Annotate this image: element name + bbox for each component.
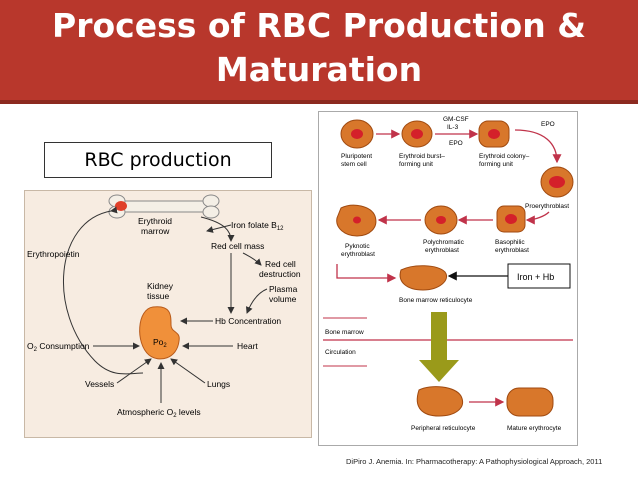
feedback-diagram-svg: Erythroid marrow Erythropoietin Iron fol… [27, 194, 301, 419]
erythropoietin-label: Erythropoietin [27, 249, 80, 259]
peripheral-reticulocyte-label: Peripheral reticulocyte [411, 425, 476, 432]
proerythroblast-label: Proerythroblast [525, 203, 569, 210]
vessels-label: Vessels [85, 379, 114, 389]
polychromatic-erythroblast-cell [424, 205, 458, 235]
heart-label: Heart [237, 341, 258, 351]
polychromatic-erythroblast-label: erythroblast [425, 247, 459, 254]
colony-forming-unit-cell [478, 120, 510, 148]
slide-title-line-2: Maturation [215, 50, 423, 89]
pyknotic-erythroblast-cell [336, 204, 377, 237]
basophilic-erythroblast-cell [496, 205, 526, 233]
pyknotic-to-reticulocyte-arrow [336, 264, 397, 283]
lungs-arrow [170, 358, 206, 384]
basophilic-erythroblast-label: erythroblast [495, 247, 529, 254]
plasma-label: Plasma [269, 284, 298, 294]
epo-label-2: EPO [541, 121, 555, 128]
volume-label: volume [269, 294, 297, 304]
big-down-arrow [419, 312, 459, 382]
plasma-arrow [245, 288, 268, 314]
marrow-to-mass-arrow [200, 216, 235, 242]
burst-forming-label: forming unit [399, 161, 433, 168]
pyknotic-erythroblast-label: erythroblast [341, 251, 375, 258]
basophilic-label: Basophilic [495, 239, 525, 246]
red-cell-label: Red cell [265, 259, 296, 269]
slide-title: Process of RBC Production & Maturation [0, 4, 638, 92]
proerythroblast-cell [540, 166, 574, 198]
slide-title-line-1: Process of RBC Production & [52, 6, 586, 45]
erythroid-label: Erythroid [138, 216, 172, 226]
hb-concentration-label: Hb Concentration [215, 316, 281, 326]
tissue-label: tissue [147, 291, 169, 301]
lungs-label: Lungs [207, 379, 230, 389]
vessels-arrow [116, 358, 152, 384]
il3-label: IL-3 [447, 124, 459, 131]
pyknotic-label: Pyknotic [345, 243, 370, 250]
stem-cell-label: stem cell [341, 161, 367, 168]
gm-csf-label: GM-CSF [443, 116, 469, 123]
circulation-label: Circulation [325, 349, 356, 356]
iron-folate-label: Iron folate B12 [231, 220, 284, 232]
polychromatic-label: Polychromatic [423, 239, 465, 246]
colony-label: Erythroid colony– [479, 153, 530, 160]
iron-hb-label: Iron + Hb [517, 272, 554, 282]
mature-erythrocyte-label: Mature erythrocyte [507, 425, 562, 432]
marrow-label: marrow [141, 226, 170, 236]
mature-erythrocyte-cell [506, 387, 554, 417]
destruction-label: destruction [259, 269, 301, 279]
bone-icon [108, 194, 220, 219]
kidney-label: Kidney [147, 281, 174, 291]
pro-to-basophilic-arrow [525, 211, 550, 225]
citation: DiPiro J. Anemia. In: Pharmacotherapy: A… [346, 457, 603, 466]
bone-marrow-label: Bone marrow [325, 329, 364, 336]
kidney-icon [139, 306, 180, 360]
burst-label: Erythroid burst– [399, 153, 445, 160]
title-banner: Process of RBC Production & Maturation [0, 0, 638, 104]
erythropoietin-loop-arrow [63, 206, 144, 375]
bm-reticulocyte-label: Bone marrow reticulocyte [399, 297, 473, 304]
epo-label-1: EPO [449, 140, 463, 147]
maturation-diagram-svg: Pluripotent stem cell Erythroid burst– f… [323, 116, 574, 432]
rbc-production-label: RBC production [84, 149, 232, 171]
peripheral-reticulocyte-cell [416, 386, 463, 417]
rbc-feedback-diagram: Erythroid marrow Erythropoietin Iron fol… [24, 190, 312, 438]
rbc-production-label-box: RBC production [44, 142, 272, 178]
burst-forming-unit-cell [401, 120, 433, 148]
destruction-arrow [242, 252, 262, 266]
colony-to-pro-arrow [514, 129, 562, 164]
pluripotent-label: Pluripotent [341, 153, 372, 160]
atmospheric-label: Atmospheric O2 levels [117, 407, 201, 419]
rbc-maturation-diagram: Pluripotent stem cell Erythroid burst– f… [318, 111, 578, 446]
bone-marrow-reticulocyte-cell [399, 265, 447, 291]
o2-consumption-label: O2 Consumption [27, 341, 90, 353]
red-cell-mass-label: Red cell mass [211, 241, 264, 251]
pluripotent-stem-cell [340, 119, 374, 149]
po2-label: Po2 [153, 337, 167, 349]
colony-forming-label: forming unit [479, 161, 513, 168]
iron-folate-arrow [206, 224, 232, 233]
